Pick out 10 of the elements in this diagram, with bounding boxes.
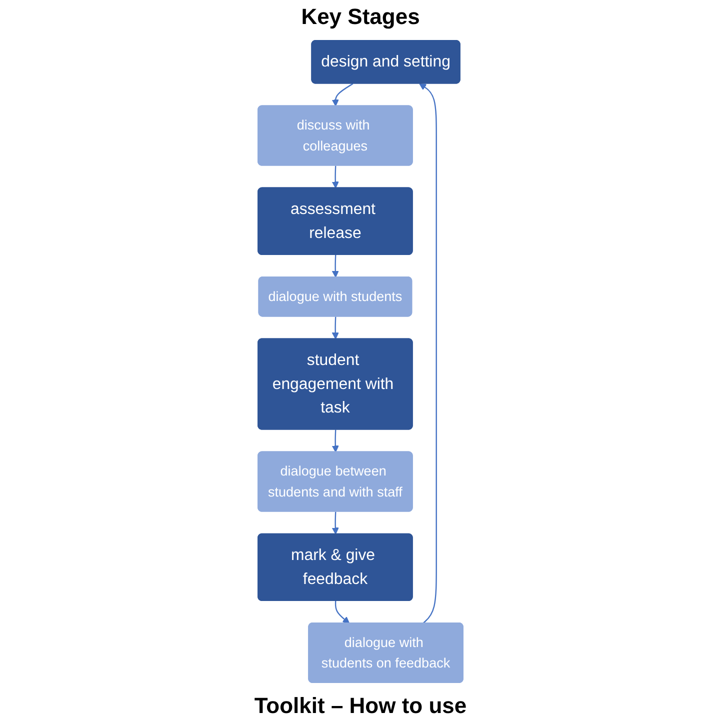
- diagram-title: Key Stages: [301, 4, 420, 30]
- arrow: [332, 316, 339, 340]
- arrow: [334, 600, 350, 624]
- arrow: [332, 430, 339, 452]
- arrow: [332, 166, 339, 188]
- arrow: [419, 83, 437, 624]
- diagram-caption: Toolkit – How to use: [254, 693, 467, 719]
- arrow: [332, 254, 339, 278]
- arrow: [332, 83, 354, 106]
- arrow: [332, 512, 339, 534]
